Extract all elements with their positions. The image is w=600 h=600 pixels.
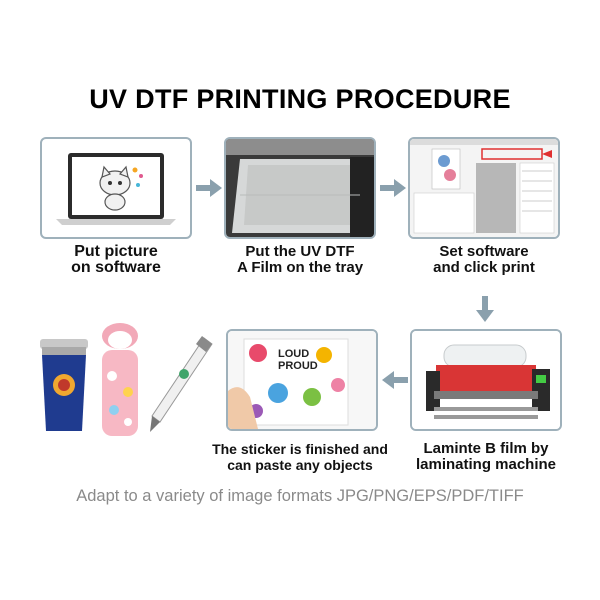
pen-product: [150, 336, 213, 432]
step-4-card: [410, 329, 562, 431]
arrow-right-icon: [196, 179, 222, 197]
step-1-card: [40, 137, 192, 239]
page-title: UV DTF PRINTING PROCEDURE: [89, 84, 511, 114]
step-2-card: [224, 137, 376, 239]
tumbler-product: [40, 339, 88, 431]
sticker-text-loud: LOUD: [278, 348, 309, 360]
step-3-card: [408, 137, 560, 239]
arrow-right-icon: [380, 179, 406, 197]
arrow-left-icon: [382, 371, 408, 389]
sticker-sheet-photo: LOUD PROUD: [228, 331, 376, 429]
cat-sticker-icon: [99, 165, 143, 211]
step-5-card: LOUD PROUD: [226, 329, 378, 431]
printer-tray-photo: [226, 139, 374, 237]
footer-note: Adapt to a variety of image formats JPG/…: [76, 487, 524, 505]
software-screenshot: [410, 139, 558, 237]
laminating-machine-photo: [412, 331, 560, 429]
sticker-text-proud: PROUD: [278, 360, 318, 372]
bottle-product: [102, 323, 138, 436]
arrow-down-icon: [476, 296, 494, 322]
laptop-illustration: [56, 153, 176, 225]
